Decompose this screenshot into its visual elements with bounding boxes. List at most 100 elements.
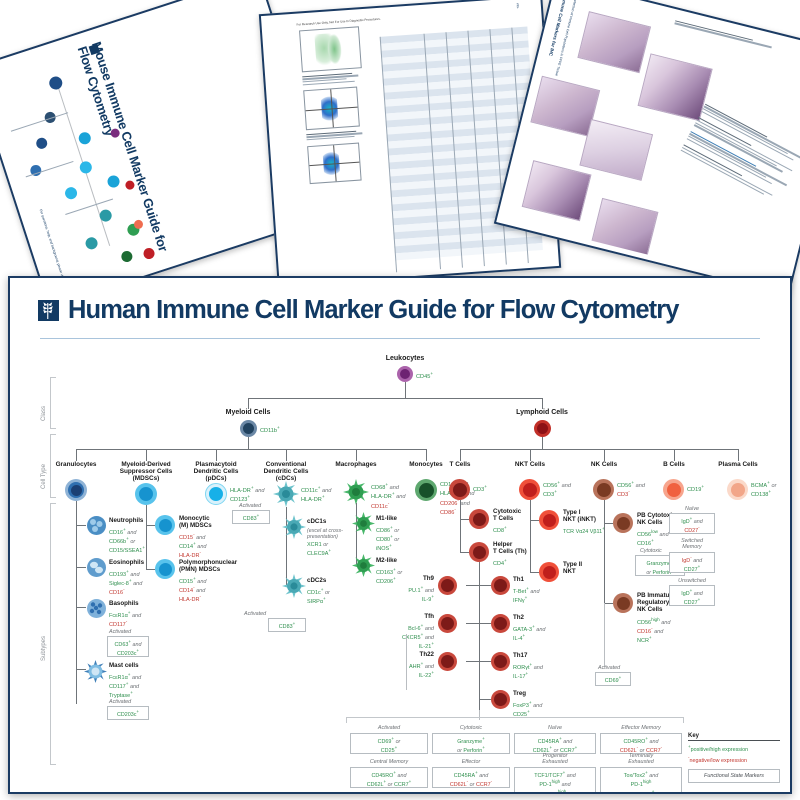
cell-glyph-pb-immature-nk [613,593,633,613]
cell-glyph-cdc [273,481,299,512]
markers-nktcells: CD56+ and CD3+ [543,480,571,499]
markers-th22: AHR+ and IL-22+ [408,661,434,680]
cell-glyph-th9 [438,576,457,595]
state-title-nk-cytotoxic: Cytotoxic [640,548,662,554]
node-label-basophils: Basophils [109,600,139,607]
cell-glyph-pdc [205,483,227,505]
cell-glyph-cdc2 [282,574,306,603]
markers-leukocytes: CD45+ [416,371,434,380]
node-label-tfh: Tfh [424,613,434,620]
state-title-terminally-exhausted: Terminally Exhausted [600,753,682,765]
markers-cdc1: XCR1 or CLEC9A+ [307,542,332,558]
state-title-pdc-activated: Activated [239,503,262,509]
state-box-bcell-switched: IgD- and CD27+ [669,552,715,573]
cell-glyph-leukocytes [397,366,413,382]
axis-label-subtypes: Subtypes [41,635,47,661]
switched-line1: Switched [681,538,703,544]
term-exh-line1: Terminally [628,753,654,759]
cell-glyph-th1 [491,576,510,595]
cell-glyph-mdsc [135,483,157,505]
ihc-image [577,11,652,74]
key-legend: Key +positive/high expression -negative/… [688,733,780,783]
node-label-type2-nkt: Type II NKT [563,561,582,576]
markers-th2: GATA-3+ and IL-4+ [513,624,546,643]
cell-glyph-tcells [449,479,470,500]
type1-nkt-line1: Type I [563,509,581,516]
state-box-mast-activated: CD203c+ [107,706,149,720]
cell-glyph-helper-tcells [469,542,489,562]
m-mdsc-line1: Monocytic [179,515,210,522]
key-negative-label: negative/low expression [689,757,748,764]
state-title-cdc-activated: Activated [244,611,267,617]
m-mdsc-line2: (M) MDSCs [179,521,212,529]
cell-glyph-type1-nkt [539,510,559,530]
markers-myeloid-cells: CD11b+ [260,425,280,434]
node-label-m2-like: M2-like [376,557,397,564]
markers-pmn-mdsc: CD15+ and CD14- and HLA-DR- [179,576,207,604]
key-positive-label: positive/high expression [690,747,749,754]
node-label-pmn-mdsc: Polymorphonuclear (PMN) MDSCs [179,559,237,574]
state-box-effector: CD45RA+ and CD62L- or CCR7- [432,767,510,788]
node-label-nktcells: NKT Cells [514,461,546,468]
pb-cyt-nk-line1: PB Cytotoxic [637,512,676,519]
node-label-plasmacells: Plasma Cells [718,461,758,468]
markers-plasmacells: BCMA+ or CD138+ [751,480,777,499]
node-label-type1-nkt: Type I NKT (iNKT) [563,509,596,524]
markers-basophils: FcεR1α+ and CD117- [109,610,142,629]
cell-glyph-m-mdsc [155,515,175,535]
state-box-cytotoxic: Granzyme+ or Perforin+ [432,733,510,754]
main-poster: Human Immune Cell Marker Guide for Flow … [8,276,792,794]
prog-exh-line2: Exhausted [542,759,568,766]
markers-nkcells: CD56+ and CD3- [617,480,645,499]
cell-glyph-th22 [438,652,457,671]
state-title-effector-memory: Effector Memory [621,725,661,731]
pdc-line1: Plasmacytoid [195,461,237,468]
state-title-bcell-switched: Switched Memory [669,538,715,550]
cell-glyph-pmn-mdsc [155,559,175,579]
state-box-pdc-activated: CD83+ [232,510,270,524]
helper-t-line1: Helper [493,541,513,548]
pdc-line3: (pDCs) [205,475,227,483]
cytotoxic-t-line2: T Cells [493,514,514,522]
cell-glyph-macrophages [343,479,369,510]
state-title-bcell-unswitched: Unswitched [678,578,706,584]
state-title-activated: Activated [377,725,401,731]
node-label-m-mdsc: Monocytic (M) MDSCs [179,515,212,530]
markers-th9: PU.1+ and IL-9+ [408,585,434,604]
type2-nkt-line2: NKT [563,567,576,575]
helper-t-line2: T Cells (Th) [493,547,527,555]
markers-eosinophils: CD193+ and Siglec-8+ and CD16- [109,569,143,597]
cdc-line1: Conventional [265,461,307,468]
markers-cytotoxic-tcells: CD8+ [493,525,507,534]
markers-treg: FoxP3+ and CD25+ [513,700,543,719]
node-label-cdc: Conventional Dendritic Cells (cDCs) [246,461,326,483]
state-box-effector-memory: CD45RO+ and CD62L- or CCR7- [600,733,682,754]
page-title: Human Immune Cell Marker Guide for Flow … [68,296,679,324]
ihc-image [521,160,592,222]
node-label-cytotoxic-tcells: Cytotoxic T Cells [493,508,521,523]
key-divider [688,740,780,742]
cell-glyph-type2-nkt [539,562,559,582]
axis-label-class: Class [41,405,47,421]
cell-glyph-myeloid-cells [240,420,257,437]
pmn-mdsc-line2: (PMN) MDSCs [179,565,221,573]
ihc-image [579,118,654,181]
cell-glyph-cytotoxic-tcells [469,509,489,529]
state-title-effector: Effector [461,759,481,765]
state-box-basophils-activated: CD63+ and CD203c+ [107,636,149,657]
cell-glyph-pb-cytotoxic-nk [613,513,633,533]
cell-glyph-monocytes [415,479,437,501]
cdc-line2: Dendritic Cells [263,468,309,476]
node-label-mast-cells: Mast cells [109,662,139,669]
node-label-lymphoid-cells: Lymphoid Cells [516,409,568,416]
key-title: Key [688,732,700,739]
markers-bcells: CD19+ [687,484,705,493]
cell-glyph-m2-like [352,554,375,582]
node-label-th2: Th2 [513,614,525,621]
state-box-central-memory: CD45RO+ and CD62L+ or CCR7+ [350,767,428,788]
poster-header: Human Immune Cell Marker Guide for Flow … [10,278,790,325]
markers-tcells: CD3+ [473,484,487,493]
markers-type1-nkt: TCR Vα24 Vβ11+ [563,526,605,535]
node-label-myeloid-cells: Myeloid Cells [225,409,271,416]
prog-exh-line1: Progenitor [542,753,568,759]
